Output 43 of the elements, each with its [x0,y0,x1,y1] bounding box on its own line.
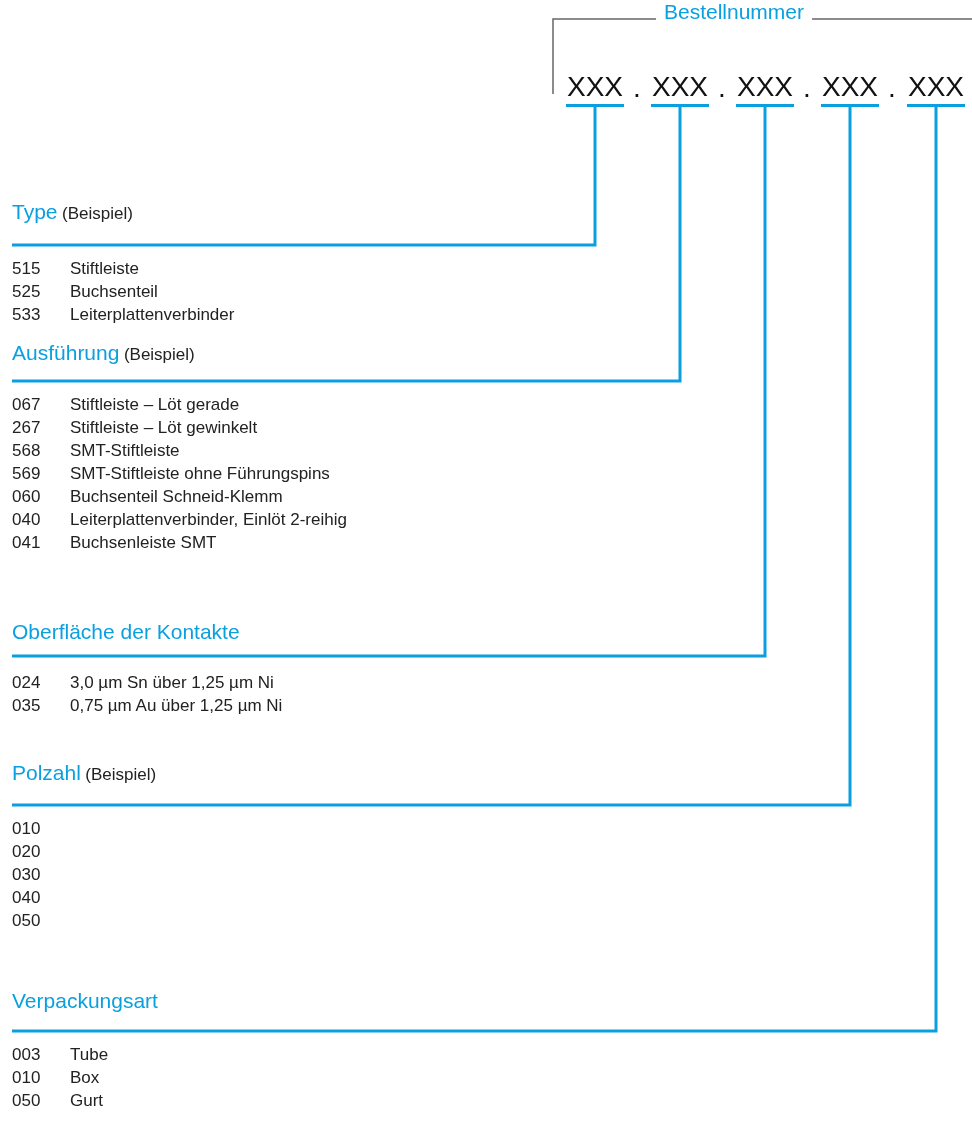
connector-line [12,107,682,383]
section-heading: Oberfläche der Kontakte [12,620,240,643]
connector-line [12,107,938,1033]
separator-dot: . [633,72,641,104]
code-segment: XXX [907,70,965,107]
section-heading: Polzahl [12,761,81,784]
list-item: 035 0,75 µm Au über 1,25 µm Ni [12,695,283,717]
section-heading: Verpackungsart [12,989,158,1012]
list-item: 041 Buchsenleiste SMT [12,532,217,554]
list-item: 020 [12,841,42,863]
list-item: 568 SMT-Stiftleiste [12,440,180,462]
list-item: 040 Leiterplattenverbinder, Einlöt 2-reihig [12,509,347,531]
list-item: 050 [12,910,42,932]
separator-dot: . [803,72,811,104]
list-item: 569 SMT-Stiftleiste ohne Führungspins [12,463,330,485]
list-item: 010 [12,818,42,840]
list-item: 010 Box [12,1067,100,1089]
bracket-label: Bestellnummer [663,0,805,24]
list-item: 525 Buchsenteil [12,281,158,303]
list-item: 003 Tube [12,1044,109,1066]
heading-note: (Beispiel) [62,204,133,223]
list-item: 050 Gurt [12,1090,104,1112]
separator-dot: . [718,72,726,104]
list-item: 515 Stiftleiste [12,258,139,280]
list-item: 533 Leiterplattenverbinder [12,304,235,326]
code-segment: XXX [736,70,794,107]
section-heading: Type [12,200,58,223]
code-segment: XXX [651,70,709,107]
list-item: 267 Stiftleiste – Löt gewinkelt [12,417,258,439]
list-item: 040 [12,887,42,909]
list-item: 067 Stiftleiste – Löt gerade [12,394,240,416]
list-item: 060 Buchsenteil Schneid-Klemm [12,486,283,508]
connector-line [12,107,597,247]
list-item: 024 3,0 µm Sn über 1,25 µm Ni [12,672,274,694]
connector-line [12,107,852,807]
heading-note: (Beispiel) [123,345,195,364]
code-segment: XXX [821,70,879,107]
connector-line [12,107,767,658]
code-segment: XXX [566,70,624,107]
section-heading: Ausführung [12,341,120,364]
separator-dot: . [888,72,896,104]
list-item: 030 [12,864,42,886]
heading-note: (Beispiel) [85,765,157,784]
